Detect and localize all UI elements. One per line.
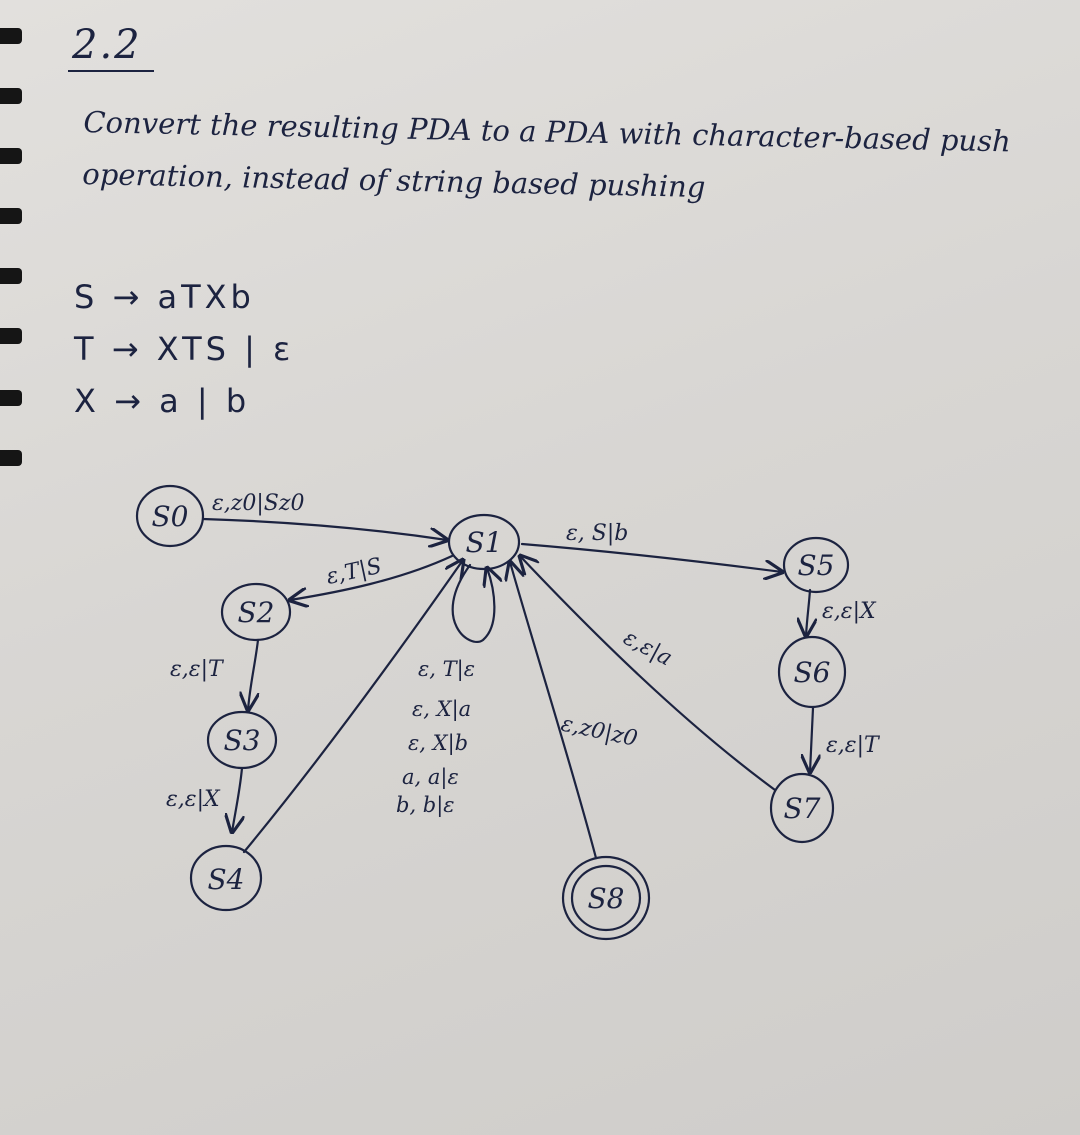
transition-label-s8-s1: ε,z0|z0 — [559, 711, 640, 752]
exercise-number: 2.2 — [72, 22, 142, 68]
state-s0-circle — [135, 484, 205, 548]
binding-hole — [0, 208, 22, 224]
grammar-rule-s: S → aTXb — [74, 278, 255, 316]
state-s8-outer-circle — [561, 855, 651, 941]
edge-s2-s3 — [248, 638, 258, 710]
binding-hole — [0, 268, 22, 284]
state-s8-inner-circle — [570, 864, 642, 932]
state-s3-circle — [206, 710, 278, 770]
state-s2-label: S2 — [238, 596, 275, 629]
binding-hole — [0, 450, 22, 466]
transition-label-s5-s6: ε,ε|X — [822, 599, 877, 624]
transition-label-s1-s5: ε, S|b — [566, 521, 628, 546]
edge-s1-s5 — [520, 542, 782, 572]
edge-s1-s2 — [290, 554, 454, 600]
transition-label-s2-s3: ε,ε|T — [170, 657, 225, 682]
edge-s8-s1 — [510, 562, 598, 860]
loop-label-4: a, a|ε — [402, 765, 459, 790]
binding-hole — [0, 148, 22, 164]
state-s2-circle — [220, 582, 292, 642]
state-s7-circle — [769, 772, 835, 844]
spiral-binding — [0, 0, 26, 470]
state-s5-label: S5 — [798, 549, 835, 582]
edge-s7-s1 — [520, 556, 777, 792]
edge-s3-s4 — [232, 766, 242, 832]
state-s7-label: S7 — [784, 792, 821, 825]
loop-label-2: ε, X|a — [412, 697, 471, 722]
transition-label-s1-s2: ε,T|S — [324, 554, 384, 590]
transition-label-s3-s4: ε,ε|X — [166, 787, 221, 812]
edge-s0-s1 — [201, 517, 447, 540]
state-s6-circle — [777, 635, 847, 709]
edge-s4-s1 — [242, 560, 463, 854]
loop-label-1: ε, T|ε — [418, 657, 475, 682]
edge-s1-loop — [451, 565, 495, 643]
grammar-rule-t: T → XTS | ε — [74, 330, 295, 368]
binding-hole — [0, 28, 22, 44]
heading-underline — [68, 70, 154, 72]
state-s3-label: S3 — [224, 724, 261, 757]
binding-hole — [0, 88, 22, 104]
binding-hole — [0, 390, 22, 406]
transition-label-s0-s1: ε,z0|Sz0 — [212, 491, 304, 516]
loop-label-5: b, b|ε — [396, 793, 455, 818]
edge-s6-s7 — [810, 706, 813, 772]
state-s5-circle — [782, 536, 850, 594]
binding-hole — [0, 328, 22, 344]
state-s1-circle — [447, 513, 521, 571]
state-s6-label: S6 — [794, 656, 831, 689]
edge-s5-s6 — [806, 588, 810, 636]
state-s0-label: S0 — [152, 500, 189, 533]
transition-label-s6-s7: ε,ε|T — [826, 733, 881, 758]
loop-label-3: ε, X|b — [408, 731, 468, 756]
state-s1-label: S1 — [466, 526, 503, 559]
state-s4-label: S4 — [208, 863, 245, 896]
state-s8-label: S8 — [588, 882, 625, 915]
state-s4-circle — [189, 844, 263, 912]
grammar-rule-x: X → a | b — [74, 382, 251, 420]
